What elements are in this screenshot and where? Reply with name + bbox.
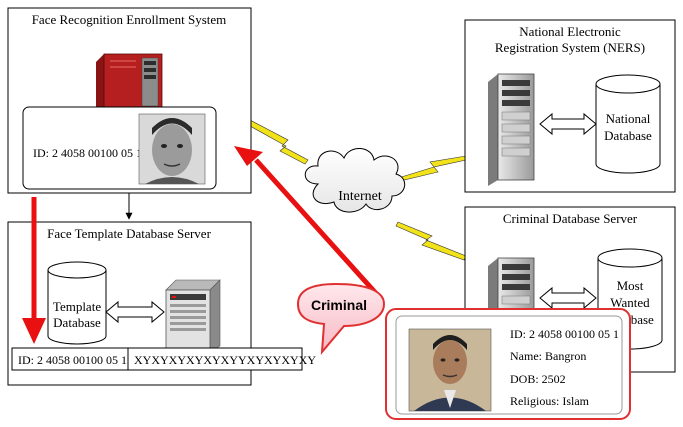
red-arrow-down-icon (22, 318, 46, 344)
criminal-bubble-label: Criminal (311, 297, 367, 313)
criminal-card-religious: Religious: Islam (510, 394, 590, 408)
template-server-icon (165, 279, 221, 353)
national-database-cylinder (595, 74, 661, 174)
template-record-value: XYXYXYXYXYXYYXYXYXYXY (134, 353, 316, 367)
national-database-label-line2: Database (604, 128, 652, 143)
enrollment-title: Face Recognition Enrollment System (32, 12, 227, 27)
criminal-speech-bubble (296, 282, 386, 355)
template-record-row (11, 347, 303, 371)
criminal-card-dob: DOB: 2502 (510, 372, 566, 386)
ners-title-line2: Registration System (NERS) (495, 40, 645, 55)
template-database-cylinder (47, 261, 107, 345)
criminal-record-card: ID: 2 4058 00100 05 1 Name: Bangron DOB:… (385, 308, 631, 420)
ners-system: National Electronic Registration System … (464, 19, 676, 193)
criminal-double-arrow-icon (539, 286, 597, 310)
ners-server-icon (488, 73, 535, 186)
criminal-card-name: Name: Bangron (510, 349, 586, 363)
template-record-id: ID: 2 4058 00100 05 1 (18, 353, 127, 367)
enrollment-system: Face Recognition Enrollment System ID: 2… (7, 7, 252, 194)
network-links (249, 119, 467, 261)
lightning-bolt-ners (397, 155, 467, 182)
template-server-title: Face Template Database Server (47, 226, 211, 241)
template-database-label-line1: Template (53, 299, 101, 314)
most-wanted-label-line2: Wanted (610, 295, 650, 310)
internet-label: Internet (338, 189, 382, 204)
criminal-card-id: ID: 2 4058 00100 05 1 (510, 327, 619, 341)
red-arrow-up-left-icon (234, 146, 263, 166)
ners-title-line1: National Electronic (519, 24, 621, 39)
enrollment-face-photo (138, 113, 206, 185)
most-wanted-label-line1: Most (617, 278, 644, 293)
national-database-label-line1: National (606, 111, 651, 126)
template-database-label-line2: Database (53, 315, 101, 330)
template-database-server: Face Template Database Server Template D… (7, 221, 316, 386)
lightning-bolt-criminal (395, 221, 467, 261)
enrollment-id-text: ID: 2 4058 00100 05 1 (33, 146, 142, 160)
criminal-face-photo (408, 328, 492, 412)
red-arrows (22, 146, 384, 344)
internet-cloud-icon (304, 148, 406, 213)
lightning-bolt-enrollment (249, 119, 309, 165)
template-double-arrow-icon (105, 300, 165, 324)
criminal-server-title: Criminal Database Server (503, 211, 638, 226)
